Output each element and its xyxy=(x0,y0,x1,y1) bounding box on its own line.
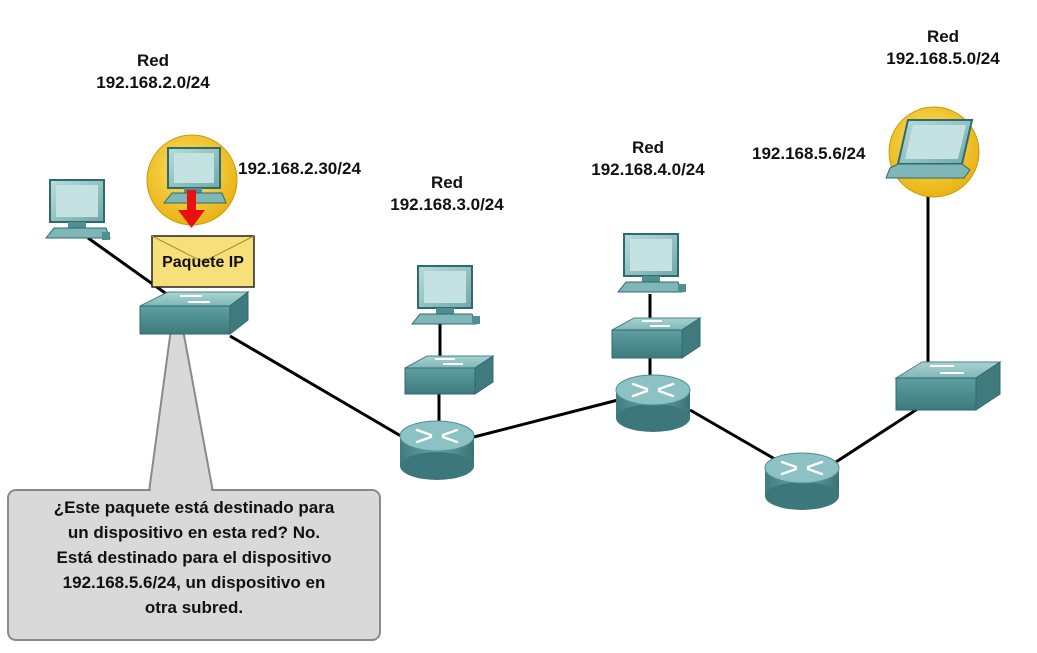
down-arrow-icon xyxy=(178,190,205,228)
network-label-5: Red 192.168.5.0/24 xyxy=(868,26,1018,70)
link-router1-router2 xyxy=(469,398,619,440)
switch-4 xyxy=(894,361,1002,411)
pc-left xyxy=(44,179,111,240)
callout-line: 192.168.5.6/24, un dispositivo en xyxy=(62,573,326,592)
pc-network-4 xyxy=(616,233,686,293)
callout-line: un dispositivo en esta red? No. xyxy=(67,523,321,542)
network-title: Red xyxy=(926,27,960,46)
pc-source xyxy=(162,147,227,204)
switch-2 xyxy=(404,355,495,395)
callout-bubble xyxy=(7,291,381,641)
pc-network-3 xyxy=(410,265,480,325)
callout-line: Está destinado para el dispositivo xyxy=(56,548,332,567)
network-title: Red xyxy=(430,173,464,192)
router-2 xyxy=(615,374,691,432)
router-3 xyxy=(764,452,840,510)
callout-line: otra subred. xyxy=(144,598,244,617)
network-subnet: 192.168.5.0/24 xyxy=(886,49,1000,68)
laptop-destination xyxy=(885,119,974,179)
network-label-3: Red 192.168.3.0/24 xyxy=(372,172,522,216)
packet-label: Paquete IP xyxy=(162,254,244,271)
network-links xyxy=(87,175,930,464)
switch-3 xyxy=(611,317,702,359)
callout-text: ¿Este paquete está destinado para un dis… xyxy=(8,495,380,620)
link-router3-switch4 xyxy=(835,404,923,464)
switch-1 xyxy=(139,290,250,336)
packet-envelope-icon xyxy=(151,235,255,288)
link-router2-router3 xyxy=(689,408,781,464)
source-ip-label: 192.168.2.30/24 xyxy=(238,159,361,178)
router-1 xyxy=(399,420,475,480)
callout-line: ¿Este paquete está destinado para xyxy=(53,498,335,517)
network-label-2: Red 192.168.2.0/24 xyxy=(78,50,228,94)
network-title: Red xyxy=(631,138,665,157)
network-subnet: 192.168.2.0/24 xyxy=(96,73,210,92)
network-title: Red xyxy=(136,51,170,70)
network-subnet: 192.168.4.0/24 xyxy=(591,160,705,179)
network-label-4: Red 192.168.4.0/24 xyxy=(573,137,723,181)
network-subnet: 192.168.3.0/24 xyxy=(390,195,504,214)
destination-ip-label: 192.168.5.6/24 xyxy=(752,144,866,163)
link-switch1-router1 xyxy=(229,334,419,448)
